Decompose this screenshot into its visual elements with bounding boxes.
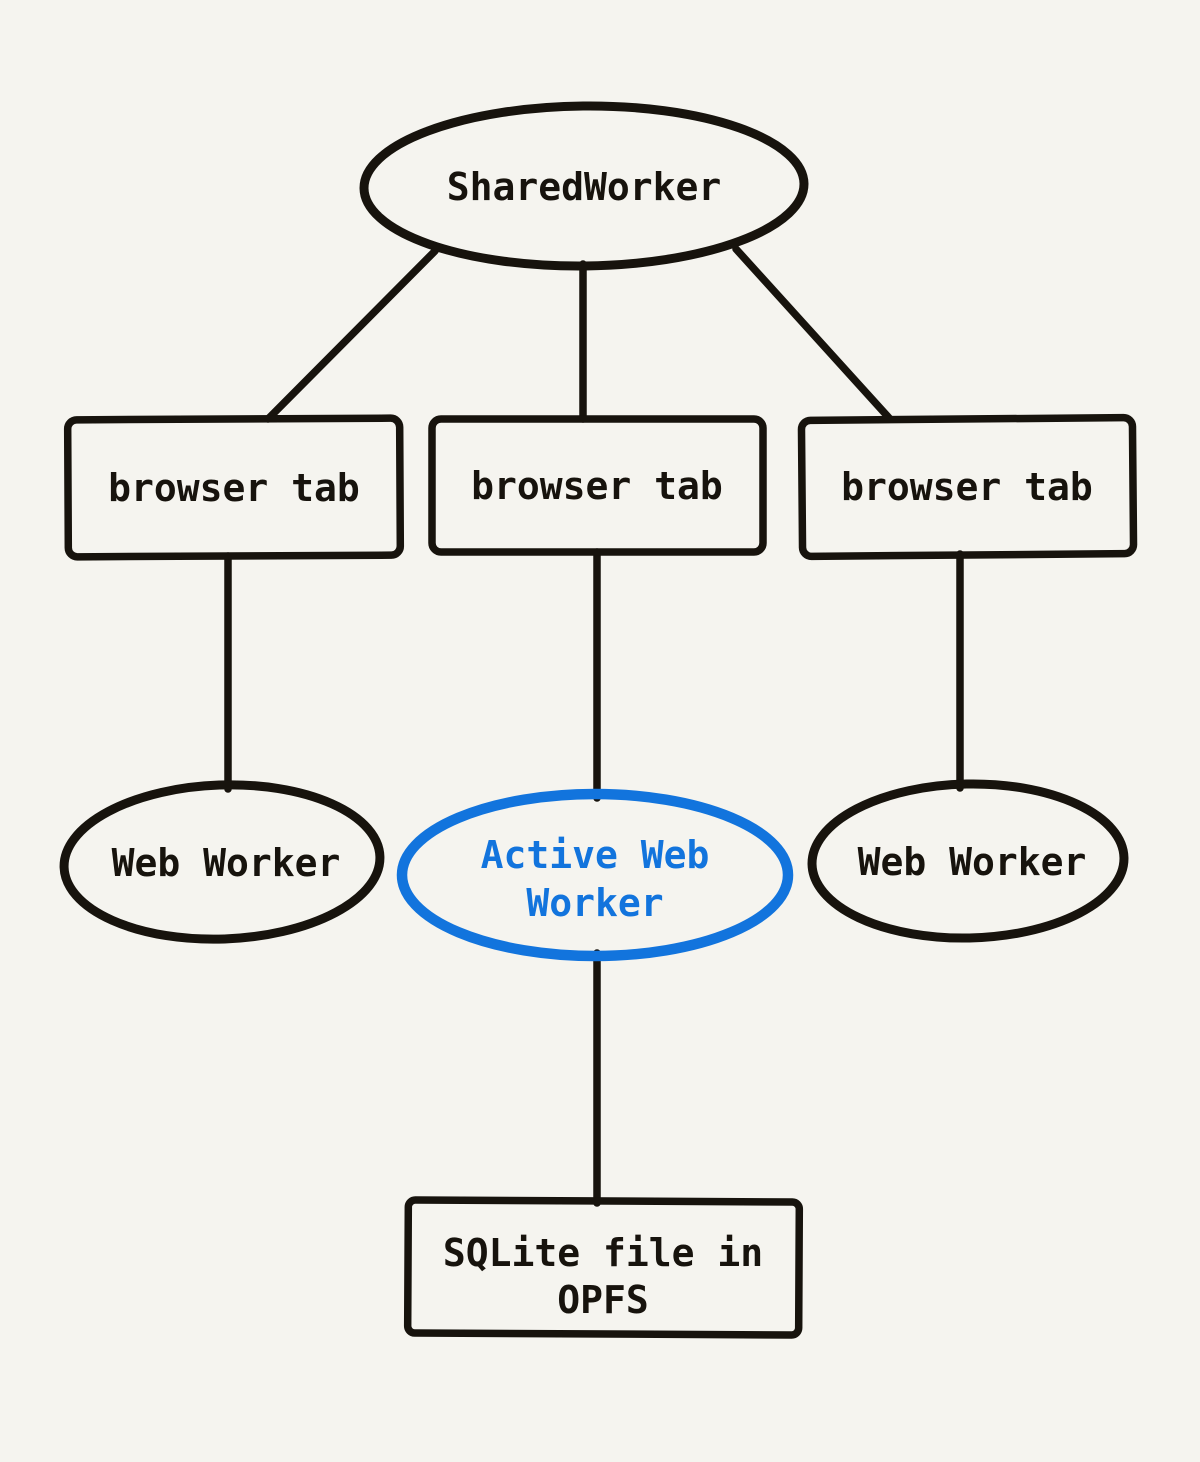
web-worker-right-ellipse — [807, 779, 1129, 943]
browser-tab-3-box — [797, 413, 1138, 561]
browser-tab-1-label: browser tab — [108, 466, 360, 510]
browser-tab-3-label: browser tab — [841, 465, 1093, 509]
browser-tab-1-box — [63, 414, 405, 561]
edge-shared-worker-to-browser-tab-3 — [732, 245, 894, 423]
sqlite-file-box — [403, 1196, 804, 1339]
active-web-worker-ellipse — [396, 788, 794, 962]
browser-tab-2-label: browser tab — [471, 464, 723, 508]
shared-worker-label: SharedWorker — [447, 165, 722, 209]
edge-shared-worker-to-browser-tab-1 — [264, 247, 439, 423]
shared-worker-ellipse — [359, 101, 809, 271]
sqlite-file-label-line-2: OPFS — [557, 1278, 649, 1322]
web-worker-left-ellipse — [59, 780, 385, 944]
web-worker-left-label: Web Worker — [112, 841, 341, 885]
active-web-worker-label-line-1: Active Web — [481, 833, 710, 877]
active-web-worker-label-line-2: Worker — [526, 881, 663, 925]
sqlite-file-label-line-1: SQLite file in — [443, 1231, 763, 1275]
web-worker-right-label: Web Worker — [858, 840, 1087, 884]
browser-tab-2-box — [428, 415, 767, 556]
